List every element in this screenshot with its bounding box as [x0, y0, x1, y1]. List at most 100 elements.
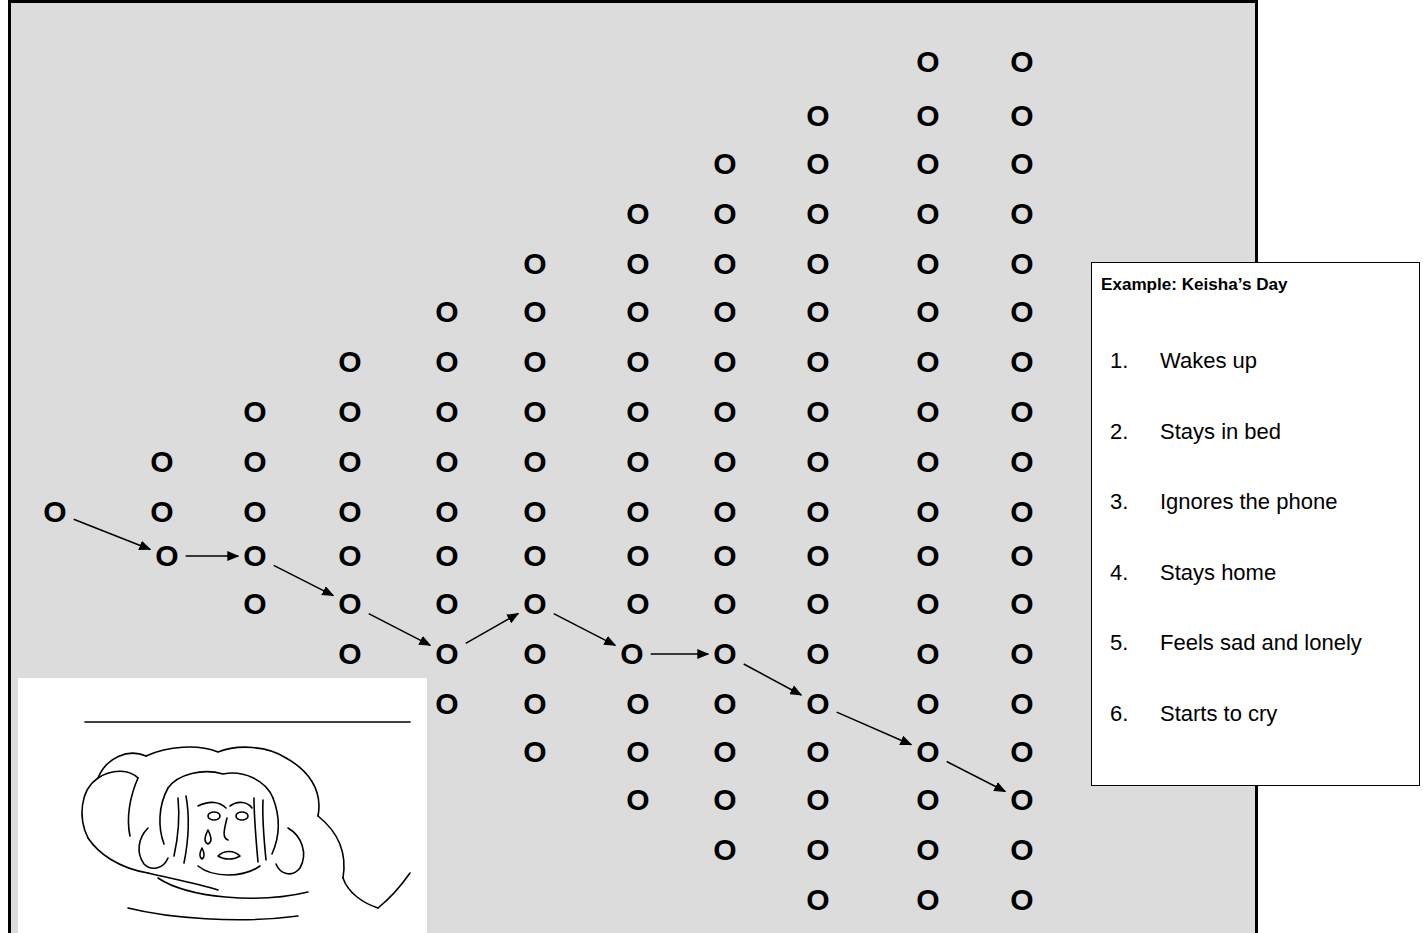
o-mark: O [916, 689, 939, 719]
o-mark: O [1010, 347, 1033, 377]
list-item: Starts to cry [1160, 701, 1277, 727]
step-arrow [837, 712, 912, 745]
path-o-node: O [620, 639, 643, 669]
step-arrow [744, 664, 802, 695]
list-number: 3. [1110, 489, 1160, 515]
step-arrow [74, 519, 151, 549]
o-mark: O [713, 347, 736, 377]
o-mark: O [916, 347, 939, 377]
o-mark: O [1010, 249, 1033, 279]
o-mark: O [916, 447, 939, 477]
list-number: 5. [1110, 630, 1160, 656]
o-mark: O [916, 397, 939, 427]
o-mark: O [523, 397, 546, 427]
step-arrow [369, 614, 431, 646]
o-mark: O [620, 639, 643, 669]
step-arrow [947, 762, 1006, 792]
o-mark: O [523, 589, 546, 619]
o-mark: O [523, 737, 546, 767]
o-mark: O [1010, 297, 1033, 327]
step-arrow [466, 614, 519, 644]
path-o-node: O [155, 541, 178, 571]
o-mark: O [626, 541, 649, 571]
o-mark: O [1010, 149, 1033, 179]
o-mark: O [806, 885, 829, 915]
o-mark: O [435, 689, 458, 719]
o-mark: O [1010, 785, 1033, 815]
o-mark: O [713, 835, 736, 865]
o-mark: O [338, 447, 361, 477]
o-mark: O [916, 199, 939, 229]
o-mark: O [626, 497, 649, 527]
list-item: Feels sad and lonely [1160, 630, 1362, 656]
o-mark: O [916, 47, 939, 77]
o-mark: O [916, 149, 939, 179]
step-arrow [651, 653, 709, 655]
o-mark: O [523, 497, 546, 527]
o-mark: O [1010, 835, 1033, 865]
o-mark: O [916, 835, 939, 865]
o-mark: O [626, 199, 649, 229]
o-mark: O [806, 785, 829, 815]
o-mark: O [916, 497, 939, 527]
o-mark: O [243, 497, 266, 527]
o-mark: O [338, 347, 361, 377]
example-box: Example: Keisha’s Day1.Wakes up2.Stays i… [1091, 262, 1420, 786]
o-mark: O [435, 347, 458, 377]
list-row: 1.Wakes up [1092, 326, 1419, 397]
list-number: 6. [1110, 701, 1160, 727]
o-mark: O [806, 737, 829, 767]
o-mark: O [435, 497, 458, 527]
o-mark: O [626, 689, 649, 719]
list-item: Wakes up [1160, 348, 1257, 374]
o-mark: O [435, 541, 458, 571]
o-mark: O [713, 199, 736, 229]
o-mark: O [1010, 497, 1033, 527]
o-mark: O [43, 497, 66, 527]
step-arrow [186, 555, 239, 557]
o-mark: O [626, 347, 649, 377]
o-mark: O [713, 297, 736, 327]
path-o-node: O [338, 589, 361, 619]
o-mark: O [806, 397, 829, 427]
o-mark: O [150, 447, 173, 477]
o-mark: O [243, 541, 266, 571]
o-mark: O [806, 297, 829, 327]
o-mark: O [243, 589, 266, 619]
o-mark: O [713, 639, 736, 669]
list-row: 3.Ignores the phone [1092, 467, 1419, 538]
o-mark: O [626, 397, 649, 427]
o-mark: O [626, 737, 649, 767]
o-mark: O [806, 347, 829, 377]
list-number: 2. [1110, 419, 1160, 445]
list-row: 5.Feels sad and lonely [1092, 608, 1419, 679]
o-mark: O [523, 297, 546, 327]
o-mark: O [713, 689, 736, 719]
list-row: 6.Starts to cry [1092, 679, 1419, 750]
o-mark: O [338, 497, 361, 527]
path-o-node: O [243, 541, 266, 571]
o-mark: O [806, 149, 829, 179]
o-mark: O [243, 397, 266, 427]
o-mark: O [1010, 541, 1033, 571]
path-o-node: O [435, 639, 458, 669]
list-number: 4. [1110, 560, 1160, 586]
o-mark: O [523, 541, 546, 571]
list-number: 1. [1110, 348, 1160, 374]
o-mark: O [435, 297, 458, 327]
o-mark: O [1010, 397, 1033, 427]
o-mark: O [626, 785, 649, 815]
o-mark: O [713, 249, 736, 279]
list-item: Ignores the phone [1160, 489, 1337, 515]
example-title: Example: Keisha’s Day [1092, 263, 1419, 326]
o-mark: O [916, 249, 939, 279]
o-mark: O [1010, 885, 1033, 915]
o-mark: O [713, 785, 736, 815]
o-mark: O [338, 639, 361, 669]
o-mark: O [338, 541, 361, 571]
o-mark: O [1010, 689, 1033, 719]
o-mark: O [806, 497, 829, 527]
o-mark: O [713, 447, 736, 477]
o-mark: O [713, 497, 736, 527]
o-mark: O [1010, 47, 1033, 77]
